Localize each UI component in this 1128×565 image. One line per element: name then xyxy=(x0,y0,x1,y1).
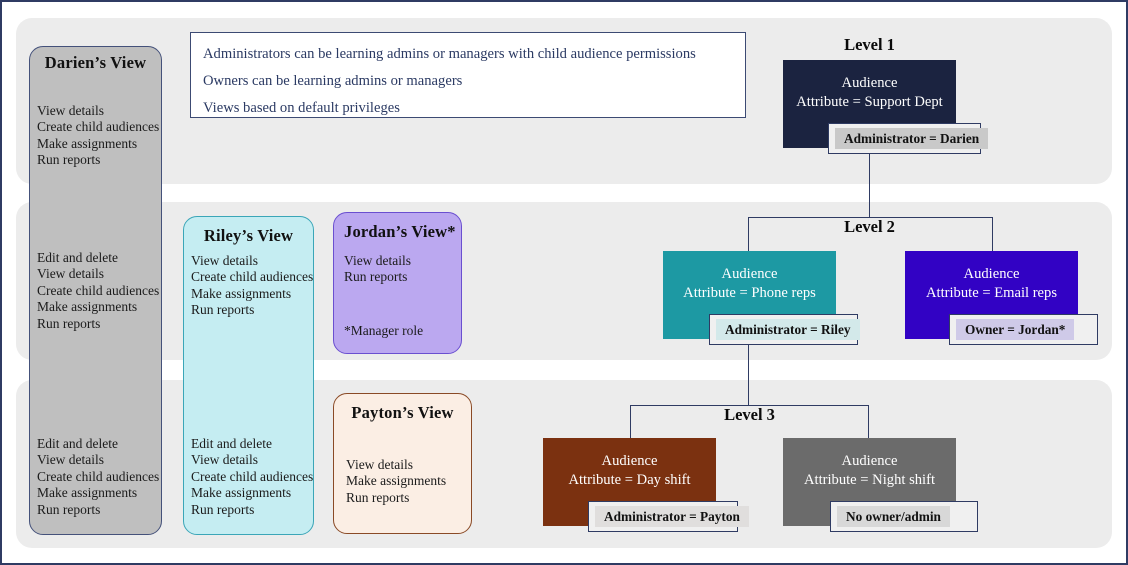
connector-l2-right-drop xyxy=(992,217,994,257)
role-badge-label: Owner = Jordan* xyxy=(956,319,1075,340)
level-1-title: Level 1 xyxy=(844,35,895,54)
jordan-permissions: View details Run reports xyxy=(344,253,412,285)
role-badge-phone-reps: Administrator = Riley xyxy=(709,314,860,345)
darien-view-title: Darien’s View xyxy=(44,53,147,72)
payton-view-card xyxy=(333,393,472,534)
riley-permissions-level3: Edit and delete View details Create chil… xyxy=(191,436,314,517)
legend-box: Administrators can be learning admins or… xyxy=(190,32,746,118)
level-2-title: Level 2 xyxy=(844,217,895,236)
connector-l3-left-drop xyxy=(630,405,632,438)
level-3-title: Level 3 xyxy=(724,405,775,424)
jordan-footnote: *Manager role xyxy=(344,323,424,338)
role-badge-label: Administrator = Darien xyxy=(835,128,989,149)
riley-view-title: Riley’s View xyxy=(203,226,294,245)
riley-permissions-level2: View details Create child audiences Make… xyxy=(191,253,314,318)
role-badge-day-shift: Administrator = Payton xyxy=(588,501,749,532)
darien-permissions-level1: View details Create child audiences Make… xyxy=(37,103,160,168)
role-badge-label: No owner/admin xyxy=(837,506,950,527)
darien-permissions-level3: Edit and delete View details Create chil… xyxy=(37,436,160,517)
legend-line-2: Owners can be learning admins or manager… xyxy=(203,73,463,89)
role-badge-label: Administrator = Payton xyxy=(595,506,749,527)
riley-view-column xyxy=(183,216,314,535)
jordan-view-card xyxy=(333,212,462,354)
darien-view-column xyxy=(29,46,162,535)
connector-l1-down xyxy=(869,148,871,218)
jordan-view-title: Jordan’s View* xyxy=(344,222,456,241)
role-badge-night-shift: No owner/admin xyxy=(830,501,978,532)
darien-permissions-level2: Edit and delete View details Create chil… xyxy=(37,250,160,331)
connector-l2-left-drop xyxy=(748,217,750,257)
connector-l3-bus xyxy=(630,405,869,407)
legend-line-1: Administrators can be learning admins or… xyxy=(203,46,696,62)
payton-permissions: View details Make assignments Run report… xyxy=(346,457,447,505)
role-badge-label: Administrator = Riley xyxy=(716,319,860,340)
payton-view-title: Payton’s View xyxy=(351,403,454,422)
role-badge-support-dept: Administrator = Darien xyxy=(828,123,989,154)
legend-line-3: Views based on default privileges xyxy=(203,100,400,116)
connector-l2-riley-down xyxy=(748,335,750,406)
connector-l3-right-drop xyxy=(868,405,870,438)
connector-l2-bus xyxy=(748,217,993,219)
role-badge-email-reps: Owner = Jordan* xyxy=(949,314,1098,345)
